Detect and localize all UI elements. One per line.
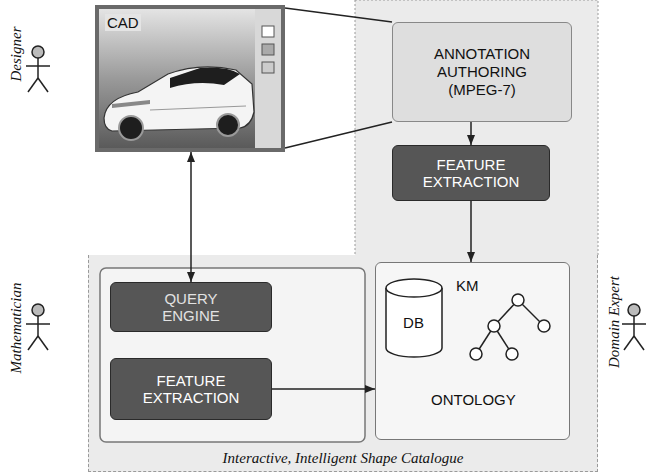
node-text: ONTOLOGY bbox=[431, 391, 516, 408]
cad-screen bbox=[99, 9, 255, 148]
toolbar-button bbox=[262, 44, 274, 55]
zoom-line bbox=[285, 122, 392, 148]
actor-label: Mathematician bbox=[8, 283, 25, 374]
catalogue-panel-fill bbox=[88, 255, 598, 472]
actor-label: Designer bbox=[8, 27, 25, 82]
annotation-box: ANNOTATION AUTHORING (MPEG-7) bbox=[392, 22, 572, 122]
node-label: KM bbox=[456, 277, 479, 294]
car-illustration bbox=[104, 67, 254, 140]
database-cylinder: DB bbox=[385, 278, 443, 358]
actor-figure bbox=[26, 304, 50, 350]
node-label: QUERY ENGINE bbox=[141, 290, 241, 325]
zoom-line bbox=[285, 8, 392, 22]
process-box: FEATURE EXTRACTION bbox=[392, 145, 550, 201]
catalogue-panel: Interactive, Intelligent Shape Catalogue… bbox=[88, 255, 598, 472]
toolbar-button bbox=[262, 26, 274, 37]
node-label: Interactive, Intelligent Shape Catalogue bbox=[89, 450, 597, 467]
ontology-tree bbox=[470, 294, 550, 360]
node-label: FEATURE EXTRACTION bbox=[136, 372, 246, 407]
actor-figure bbox=[622, 304, 646, 350]
arrow-connector bbox=[470, 122, 472, 145]
annotation-panel bbox=[355, 0, 598, 256]
arrow-connector bbox=[272, 388, 375, 390]
cad-toolbar bbox=[255, 9, 281, 148]
arrow-connector bbox=[470, 201, 472, 262]
process-box: QUERY ENGINE bbox=[110, 282, 272, 332]
knowledge-box-fill bbox=[375, 262, 570, 440]
cad-window: CAD bbox=[95, 5, 285, 152]
arrow-connector bbox=[190, 152, 192, 282]
toolbar-button bbox=[262, 62, 274, 73]
tools-group-box bbox=[100, 268, 365, 442]
node-label: FEATURE EXTRACTION bbox=[416, 156, 526, 191]
knowledge-box: KM ONTOLOGY DB bbox=[375, 262, 570, 440]
node-label: CAD bbox=[105, 14, 141, 31]
node-label: ANNOTATION AUTHORING (MPEG-7) bbox=[417, 45, 547, 99]
actor-label: Domain Expert bbox=[606, 276, 623, 368]
node-label: DB bbox=[403, 304, 424, 331]
actor-figure bbox=[26, 46, 50, 92]
process-box: FEATURE EXTRACTION bbox=[110, 358, 272, 420]
